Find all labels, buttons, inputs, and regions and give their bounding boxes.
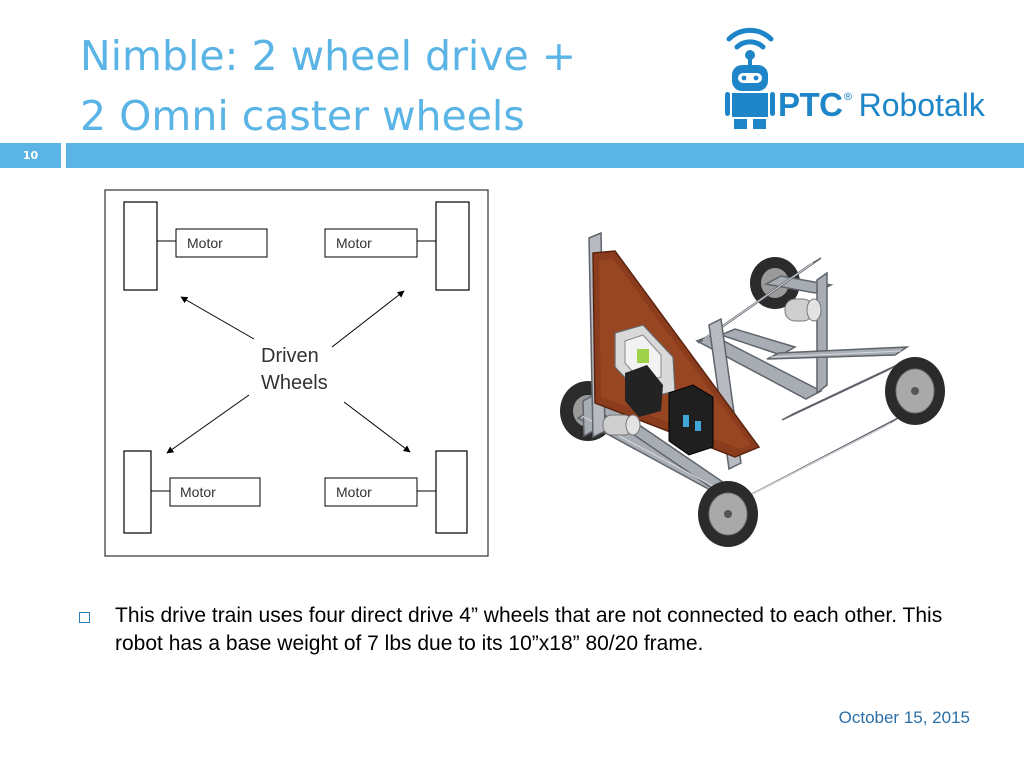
arrow-top-left — [180, 296, 255, 340]
title-line-2: 2 Omni caster wheels — [80, 92, 525, 140]
motor-box-top-left — [175, 228, 268, 258]
motor-label-bottom-right: Motor — [336, 484, 372, 500]
arrow-top-right — [331, 290, 405, 348]
motor-label-bottom-left: Motor — [180, 484, 216, 500]
robot-wifi-icon — [725, 27, 775, 129]
motors — [602, 298, 822, 436]
motor-box-top-right — [324, 228, 418, 258]
slide-title: Nimble: 2 wheel drive + 2 Omni caster wh… — [80, 26, 700, 146]
logo-brand: PTC — [778, 86, 843, 123]
wheel-top-left — [123, 201, 158, 291]
chassis-outline — [104, 189, 489, 557]
bullet-text: This drive train uses four direct drive … — [115, 604, 943, 655]
logo-wordmark: PTC® Robotalk — [778, 86, 985, 124]
arrow-bottom-right — [343, 401, 411, 453]
driven-wheels-label-line2: Wheels — [261, 372, 328, 394]
title-line-1: Nimble: 2 wheel drive + — [80, 32, 577, 80]
header-bar — [66, 143, 1024, 168]
motor-label-top-right: Motor — [336, 235, 372, 251]
motor-label-top-left: Motor — [187, 235, 223, 251]
motor-box-bottom-right — [324, 477, 418, 507]
wheel-bottom-left — [123, 450, 152, 534]
drive-diagram: Motor Motor Motor Motor Driven Wheels — [104, 189, 489, 557]
arrow-bottom-left — [166, 394, 250, 454]
logo-product: Robotalk — [858, 87, 985, 123]
robot-render — [560, 231, 945, 547]
ptc-robotalk-logo: PTC® Robotalk — [722, 20, 1012, 132]
bullet-marker — [79, 612, 90, 623]
wheel-bottom-right — [435, 450, 468, 534]
motor-box-bottom-left — [169, 477, 261, 507]
logo-registered-mark: ® — [842, 90, 854, 103]
slide-number: 10 — [0, 143, 61, 168]
driven-wheels-label-line1: Driven — [261, 345, 319, 367]
wheel-front-right — [885, 357, 945, 425]
sensor-module — [625, 365, 714, 456]
slide-date: October 15, 2015 — [838, 708, 970, 727]
wheel-top-right — [435, 201, 470, 291]
wheel-front-left — [698, 481, 758, 547]
